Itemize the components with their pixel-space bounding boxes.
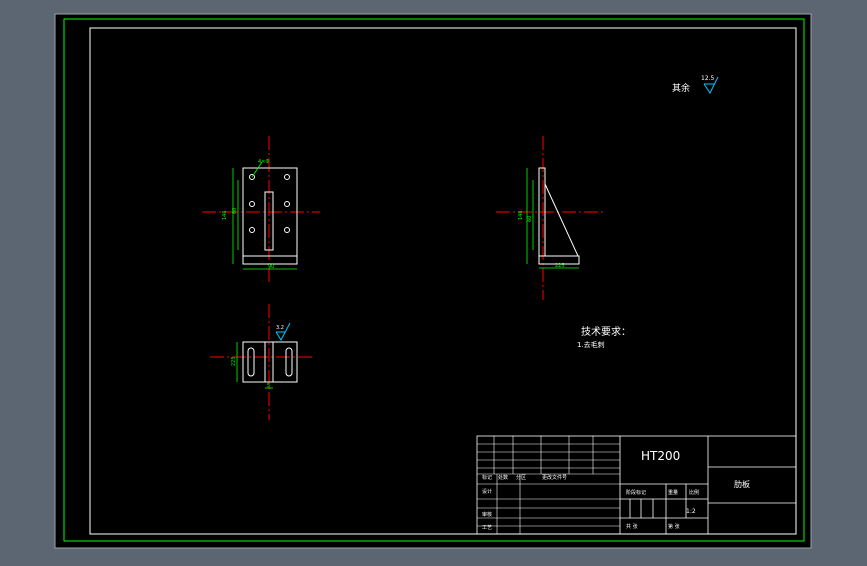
part-name: 肋板: [734, 479, 750, 489]
top-slot-text: 5: [267, 383, 270, 389]
side-view: 146 60 225: [496, 136, 606, 300]
hole-icon: [249, 227, 255, 233]
header-zone: 分区: [516, 474, 526, 481]
side-rib: [544, 183, 579, 257]
row-checker: 审核: [482, 511, 492, 518]
stage-label: 阶段标记: [626, 489, 646, 496]
top-depth-text: 225: [231, 356, 237, 366]
finish-label: 其余: [672, 82, 690, 94]
finish-symbol-icon: [703, 76, 719, 94]
header-count: 处数: [498, 474, 508, 481]
slot-icon: [285, 347, 293, 377]
side-height-text: 146: [518, 210, 524, 220]
tech-requirements: 技术要求： 1.去毛刺: [577, 325, 631, 349]
top-view: 3.2 225 5: [210, 304, 315, 420]
drawing-sheet: [54, 13, 812, 549]
front-base: [242, 255, 298, 265]
front-width-text: 90: [268, 264, 274, 270]
side-inner-text: 60: [527, 216, 533, 222]
outer-frame: [63, 18, 805, 542]
tech-item: 1.去毛刺: [577, 340, 605, 349]
row-process: 工艺: [482, 525, 492, 531]
front-inner-text: 60: [232, 208, 238, 214]
inner-frame: [89, 27, 797, 535]
weight-label: 重量: [668, 489, 678, 496]
ratio-label: 比例: [689, 489, 699, 496]
front-height-text: 146: [222, 210, 228, 220]
general-surface-finish: 其余 12.5: [672, 75, 719, 94]
top-rib: [264, 341, 274, 383]
title-block-text: HT200 肋板 1:2 阶段标记 重量 比例 共 张 第 张 标记 处数 分区…: [482, 449, 750, 531]
hole-icon: [284, 227, 290, 233]
hole-icon: [249, 174, 255, 180]
front-rib: [264, 191, 274, 251]
tech-title: 技术要求：: [581, 325, 631, 338]
slot-icon: [247, 347, 255, 377]
sheets-label: 共 张: [626, 523, 638, 530]
top-finish-value: 3.2: [276, 325, 284, 331]
hole-icon: [284, 201, 290, 207]
top-finish-icon: [275, 322, 291, 342]
side-base-text: 225: [555, 263, 565, 269]
hole-callout: 4×Φ: [258, 159, 269, 165]
title-block: [476, 435, 797, 535]
side-base: [538, 255, 580, 265]
material-label: HT200: [641, 449, 680, 463]
scale-value: 1:2: [686, 508, 696, 515]
hole-leader: [251, 161, 263, 178]
row-designer: 设计: [482, 488, 492, 495]
front-view: 4×Φ 146 60 90: [202, 136, 320, 282]
hole-icon: [284, 174, 290, 180]
header-change-doc: 更改文件号: [542, 474, 567, 481]
finish-value: 12.5: [701, 75, 715, 82]
header-mark: 标记: [482, 474, 492, 481]
hole-icon: [249, 201, 255, 207]
sheet-label: 第 张: [668, 523, 680, 530]
title-block-frame: [476, 435, 797, 535]
title-block-grid: [477, 436, 620, 534]
